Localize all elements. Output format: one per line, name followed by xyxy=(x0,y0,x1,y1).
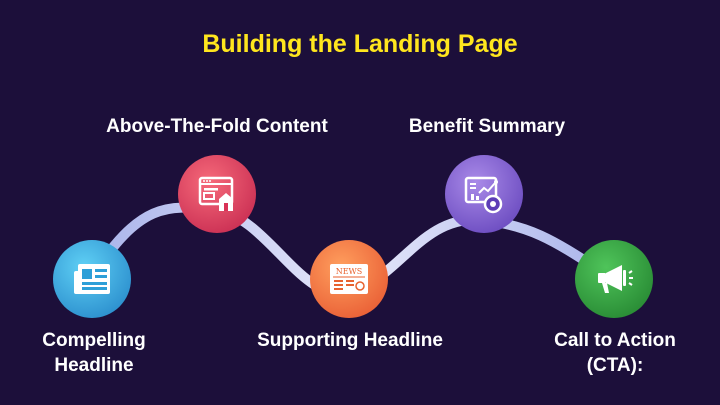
webpage-layout-icon xyxy=(197,175,237,213)
step-label-line: Call to Action xyxy=(554,330,676,351)
page-title: Building the Landing Page xyxy=(202,30,518,58)
newspaper-icon xyxy=(72,261,112,297)
svg-text:NEWS: NEWS xyxy=(336,267,363,276)
step-label-benefit-summary: Benefit Summary xyxy=(392,114,582,139)
step-label-line: Above-The-Fold Content xyxy=(106,116,328,137)
step-node-supporting-headline: NEWS xyxy=(310,240,388,318)
analytics-report-icon xyxy=(463,174,505,214)
megaphone-icon xyxy=(594,261,634,297)
news-icon: NEWS xyxy=(328,262,370,296)
step-label-above-the-fold: Above-The-Fold Content xyxy=(92,114,342,139)
step-label-line: Compelling xyxy=(42,330,146,351)
step-label-call-to-action: Call to Action (CTA): xyxy=(530,328,700,378)
step-label-line: Benefit Summary xyxy=(408,116,566,137)
step-label-line: (CTA): xyxy=(586,355,644,376)
step-node-benefit-summary xyxy=(445,155,523,233)
step-label-supporting-headline: Supporting Headline xyxy=(245,328,455,353)
step-label-line: Supporting Headline xyxy=(257,330,443,351)
step-label-line: Headline xyxy=(54,355,134,376)
step-label-compelling-headline: Compelling Headline xyxy=(14,328,174,378)
step-node-above-the-fold xyxy=(178,155,256,233)
step-node-call-to-action xyxy=(575,240,653,318)
step-node-compelling-headline xyxy=(53,240,131,318)
